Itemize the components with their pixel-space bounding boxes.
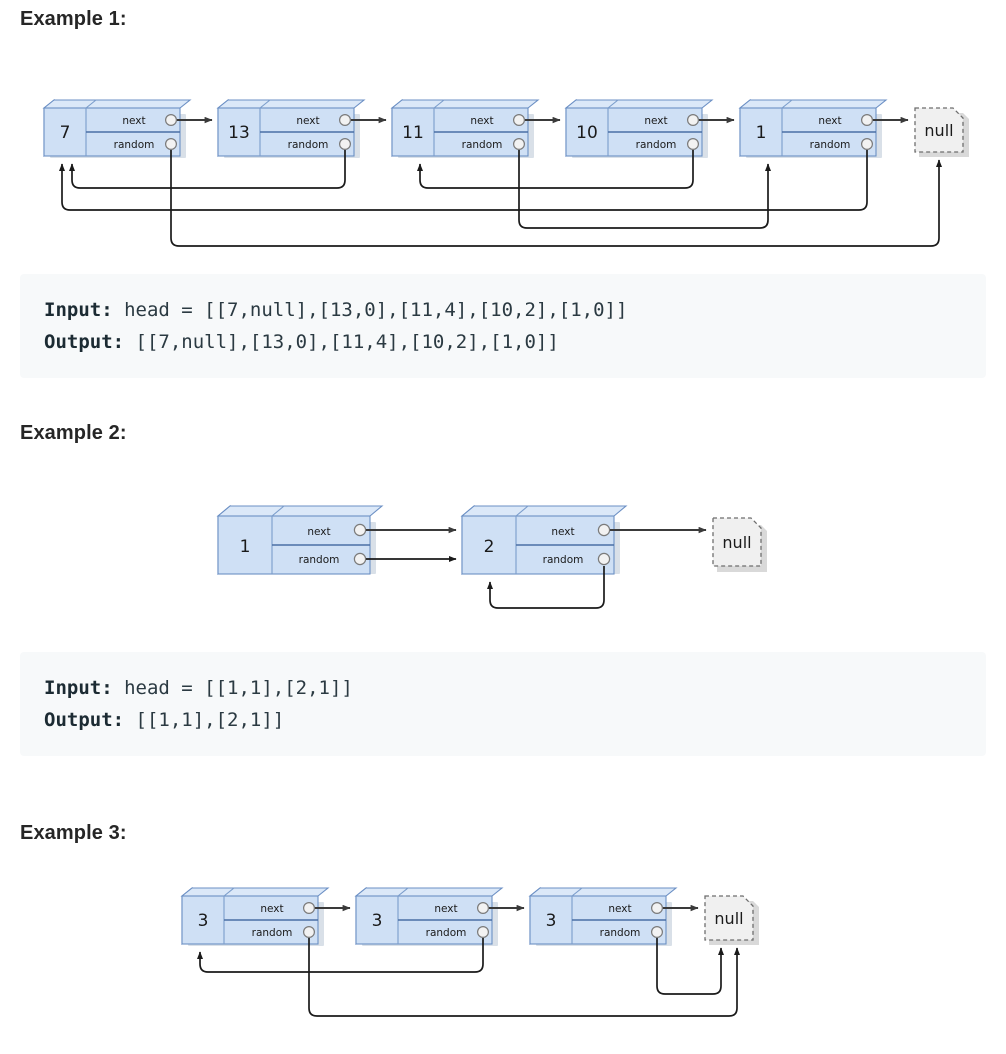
random-arrow-13-to-7: [68, 150, 346, 189]
random-arrow-11-to-1: [518, 150, 772, 229]
random-port: [165, 137, 178, 150]
field-next-label: next: [434, 903, 457, 915]
next-port: [165, 113, 178, 126]
node-3-a: 3 next random: [180, 886, 330, 946]
field-next-label: next: [307, 526, 330, 538]
random-port: [353, 552, 367, 566]
node-3-c: 3 next random: [528, 886, 678, 946]
random-arrow-b-to-a: [196, 938, 484, 973]
random-port: [860, 137, 873, 150]
field-random-label: random: [543, 554, 584, 566]
field-random-label: random: [426, 927, 467, 939]
node-3-b: 3 next random: [354, 886, 504, 946]
random-port: [597, 552, 611, 566]
node-value: 3: [546, 911, 557, 931]
example-1-heading: Example 1:: [20, 8, 127, 30]
null-node: null: [712, 517, 767, 572]
random-port: [512, 137, 525, 150]
field-next-label: next: [296, 115, 319, 127]
node-7: 7 next random: [42, 98, 192, 158]
field-random-label: random: [114, 139, 155, 151]
next-port: [477, 901, 490, 914]
node-value: 2: [484, 537, 495, 557]
random-arrow-7-to-null: [170, 150, 943, 247]
random-port: [477, 925, 490, 938]
node-value: 13: [228, 123, 250, 143]
field-next-label: next: [818, 115, 841, 127]
example-2-input-line: Input: head = [[1,1],[2,1]]: [44, 672, 962, 704]
field-random-label: random: [462, 139, 503, 151]
node-1: 1 next random: [738, 98, 888, 158]
field-random-label: random: [600, 927, 641, 939]
node-value: 1: [756, 123, 767, 143]
example-2-output-line: Output: [[1,1],[2,1]]: [44, 704, 962, 736]
null-label: null: [722, 533, 751, 552]
field-next-label: next: [122, 115, 145, 127]
output-label: Output:: [44, 709, 125, 731]
field-next-label: next: [644, 115, 667, 127]
node-value: 11: [402, 123, 424, 143]
node-value: 10: [576, 123, 598, 143]
example-1-diagram: 7 next random 13 next random: [0, 60, 1006, 260]
node-11: 11 next random: [390, 98, 540, 158]
example-2-diagram: 1 next random 2 next random: [0, 470, 1006, 640]
output-label: Output:: [44, 331, 125, 353]
input-label: Input:: [44, 299, 113, 321]
output-value: [[1,1],[2,1]]: [124, 709, 285, 731]
example-2-heading: Example 2:: [20, 422, 127, 444]
field-next-label: next: [260, 903, 283, 915]
example-1-code-block: Input: head = [[7,null],[13,0],[11,4],[1…: [20, 274, 986, 378]
node-1: 1 next random: [216, 504, 384, 576]
random-port: [303, 925, 316, 938]
input-value: head = [[7,null],[13,0],[11,4],[10,2],[1…: [112, 299, 628, 321]
node-value: 1: [240, 537, 251, 557]
next-port: [303, 901, 316, 914]
next-port: [597, 523, 611, 537]
random-arrow-10-to-11: [416, 150, 694, 189]
random-port: [650, 925, 663, 938]
null-node: null: [704, 895, 759, 945]
next-port: [860, 113, 873, 126]
null-label: null: [714, 909, 743, 928]
random-arrow-c-to-null: [656, 938, 725, 995]
node-value: 3: [198, 911, 209, 931]
output-value: [[7,null],[13,0],[11,4],[10,2],[1,0]]: [124, 331, 559, 353]
field-random-label: random: [252, 927, 293, 939]
null-label: null: [924, 121, 953, 140]
next-port: [353, 523, 367, 537]
field-next-label: next: [608, 903, 631, 915]
next-port: [512, 113, 525, 126]
input-value: head = [[1,1],[2,1]]: [112, 677, 353, 699]
input-label: Input:: [44, 677, 113, 699]
example-1-output-line: Output: [[7,null],[13,0],[11,4],[10,2],[…: [44, 326, 962, 358]
null-node: null: [914, 107, 969, 157]
random-port: [686, 137, 699, 150]
field-next-label: next: [551, 526, 574, 538]
random-arrow-a-to-null: [308, 938, 741, 1017]
random-arrow-1-to-7: [58, 150, 868, 211]
node-2: 2 next random: [460, 504, 628, 576]
random-port: [339, 137, 352, 150]
node-value: 3: [372, 911, 383, 931]
example-3-heading: Example 3:: [20, 822, 127, 844]
example-3-diagram: 3 next random 3 next random: [0, 860, 1006, 1054]
example-2-code-block: Input: head = [[1,1],[2,1]] Output: [[1,…: [20, 652, 986, 756]
node-13: 13 next random: [216, 98, 366, 158]
node-value: 7: [60, 123, 71, 143]
next-port: [686, 113, 699, 126]
node-10: 10 next random: [564, 98, 714, 158]
field-random-label: random: [299, 554, 340, 566]
next-port: [339, 113, 352, 126]
field-random-label: random: [636, 139, 677, 151]
field-random-label: random: [810, 139, 851, 151]
example-1-input-line: Input: head = [[7,null],[13,0],[11,4],[1…: [44, 294, 962, 326]
random-arrow-2-to-2: [486, 566, 605, 609]
field-random-label: random: [288, 139, 329, 151]
next-port: [650, 901, 663, 914]
field-next-label: next: [470, 115, 493, 127]
